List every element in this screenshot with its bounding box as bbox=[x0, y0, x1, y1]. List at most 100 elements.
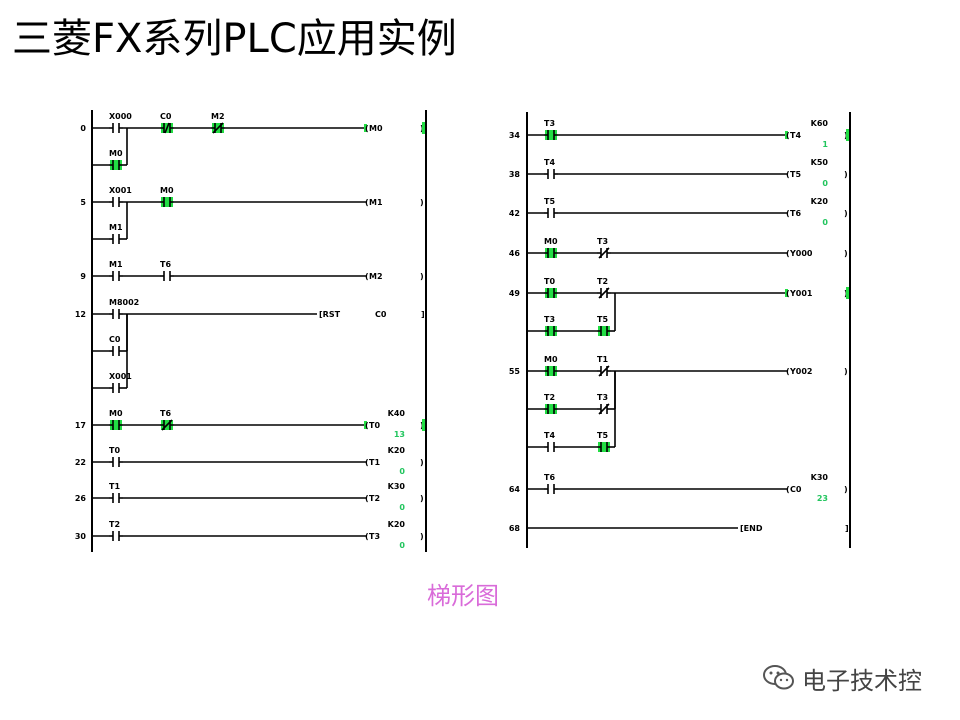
contact-label: T3 bbox=[544, 315, 555, 324]
timer-current-value: 23 bbox=[817, 494, 828, 503]
contact-no: M1 bbox=[109, 260, 123, 281]
timer-current-value: 0 bbox=[399, 541, 405, 550]
step-number: 49 bbox=[509, 289, 521, 298]
contact-no: T2 bbox=[109, 520, 123, 541]
contact-label: M2 bbox=[211, 112, 225, 121]
step-number: 42 bbox=[509, 209, 520, 218]
function-label: [END bbox=[740, 524, 763, 533]
contact-label: T5 bbox=[544, 197, 555, 206]
page-title: 三菱FX系列PLC应用实例 bbox=[12, 16, 457, 62]
coil-paren-right: ) bbox=[420, 198, 424, 207]
coil-paren-right: ) bbox=[844, 209, 848, 218]
contact-label: T1 bbox=[597, 355, 608, 364]
coil-paren-left: ( bbox=[786, 170, 790, 179]
contact-no: T6 bbox=[160, 260, 174, 281]
step-number: 9 bbox=[80, 272, 86, 281]
step-number: 30 bbox=[75, 532, 87, 541]
contact-label: M0 bbox=[109, 149, 123, 158]
active-highlight bbox=[598, 442, 610, 452]
timer-current-value: 1 bbox=[822, 140, 828, 149]
coil-label: Y000 bbox=[789, 249, 813, 258]
coil-paren-right: ) bbox=[420, 494, 424, 503]
active-highlight bbox=[785, 131, 788, 139]
contact-nc: T3 bbox=[597, 237, 611, 259]
function-label: [RST bbox=[319, 310, 341, 319]
contact-no: T0 bbox=[109, 446, 123, 467]
contact-pulse bbox=[164, 122, 170, 134]
active-highlight bbox=[785, 289, 788, 297]
timer-constant: K30 bbox=[811, 473, 829, 482]
contact-no: M0 bbox=[544, 355, 558, 376]
timer-constant: K40 bbox=[388, 409, 406, 418]
contact-label: C0 bbox=[160, 112, 172, 121]
active-highlight bbox=[545, 326, 557, 336]
coil-paren-right: ) bbox=[420, 532, 424, 541]
coil-paren-left: ( bbox=[365, 124, 369, 133]
contact-slash bbox=[598, 403, 610, 415]
contact-label: M0 bbox=[109, 409, 123, 418]
coil-paren-left: ( bbox=[786, 289, 790, 298]
timer-current-value: 0 bbox=[822, 218, 828, 227]
step-number: 0 bbox=[80, 124, 86, 133]
step-number: 34 bbox=[509, 131, 521, 140]
active-highlight bbox=[545, 248, 557, 258]
contact-label: T0 bbox=[544, 277, 555, 286]
active-highlight bbox=[422, 122, 425, 134]
contact-no: X000 bbox=[109, 112, 132, 133]
contact-label: M8002 bbox=[109, 298, 139, 307]
contact-no: M0 bbox=[160, 186, 174, 207]
active-highlight bbox=[110, 160, 122, 170]
contact-nc: T1 bbox=[597, 355, 611, 377]
coil-label: Y002 bbox=[789, 367, 813, 376]
active-highlight bbox=[545, 288, 557, 298]
coil-label: C0 bbox=[790, 485, 802, 494]
diagram-caption: 梯形图 bbox=[427, 582, 499, 610]
coil-paren-left: ( bbox=[786, 485, 790, 494]
contact-slash bbox=[212, 122, 224, 134]
step-number: 12 bbox=[75, 310, 86, 319]
coil-label: M0 bbox=[369, 124, 383, 133]
step-number: 55 bbox=[509, 367, 521, 376]
function-operand: C0 bbox=[375, 310, 387, 319]
contact-no: M8002 bbox=[109, 298, 139, 319]
contact-label: T6 bbox=[544, 473, 555, 482]
coil-paren-left: ( bbox=[365, 421, 369, 430]
coil-paren-left: ( bbox=[786, 209, 790, 218]
contact-label: X000 bbox=[109, 112, 132, 121]
contact-no: T0 bbox=[544, 277, 558, 298]
contact-no: T5 bbox=[597, 315, 611, 336]
function-bracket-right: ] bbox=[421, 310, 425, 319]
active-highlight bbox=[545, 366, 557, 376]
contact-label: M1 bbox=[109, 260, 123, 269]
step-number: 17 bbox=[75, 421, 86, 430]
active-highlight bbox=[364, 124, 367, 132]
contact-no: T6 bbox=[544, 473, 558, 494]
contact-slash bbox=[598, 247, 610, 259]
coil-paren-right: ) bbox=[844, 367, 848, 376]
contact-no: M1 bbox=[109, 223, 123, 244]
coil-paren-left: ( bbox=[786, 367, 790, 376]
coil-paren-left: ( bbox=[786, 249, 790, 258]
step-number: 26 bbox=[75, 494, 87, 503]
coil-label: Y001 bbox=[789, 289, 813, 298]
coil-paren-right: ) bbox=[420, 421, 424, 430]
contact-label: T5 bbox=[597, 315, 608, 324]
active-highlight bbox=[598, 326, 610, 336]
coil-label: T0 bbox=[369, 421, 380, 430]
contact-slash bbox=[161, 419, 173, 431]
brand-watermark: 电子技术控 bbox=[762, 660, 922, 696]
coil-label: T1 bbox=[369, 458, 380, 467]
timer-current-value: 13 bbox=[394, 430, 405, 439]
contact-no: T5 bbox=[597, 431, 611, 452]
contact-nc: T3 bbox=[597, 393, 611, 415]
contact-label: X001 bbox=[109, 186, 132, 195]
contact-f: M2 bbox=[211, 112, 225, 134]
contact-no: T5 bbox=[544, 197, 558, 218]
contact-label: M0 bbox=[544, 237, 558, 246]
active-highlight bbox=[161, 197, 173, 207]
coil-label: T6 bbox=[790, 209, 801, 218]
step-number: 46 bbox=[509, 249, 521, 258]
contact-label: T3 bbox=[597, 237, 608, 246]
active-highlight bbox=[422, 419, 425, 431]
